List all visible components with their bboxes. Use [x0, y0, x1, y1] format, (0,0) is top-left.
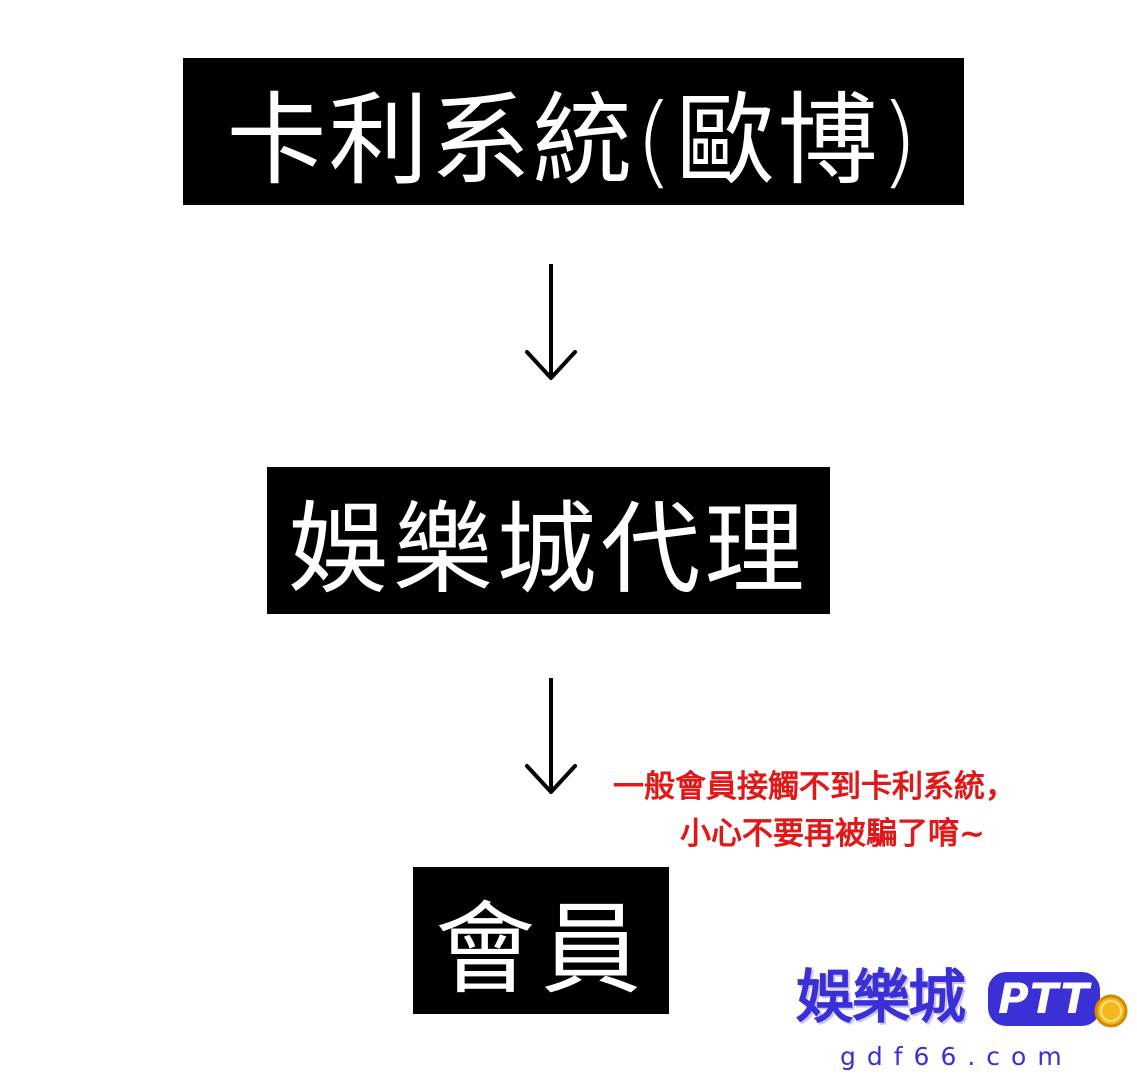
brand-logo: 娛樂城 PTT gdf66.com — [790, 960, 1130, 1075]
coin-icon — [1094, 994, 1128, 1028]
logo-url: gdf66.com — [840, 1042, 1073, 1071]
node-member: 會員 — [413, 867, 669, 1014]
node-member-label: 會員 — [435, 891, 647, 1008]
logo-brand-text: 娛樂城 — [796, 963, 966, 1031]
logo-ptt-text: PTT — [997, 974, 1091, 1023]
warning-note-line-2: 小心不要再被騙了唷~ — [680, 816, 985, 852]
node-casino-agent-label: 娛樂城代理 — [288, 491, 809, 608]
down-arrow-icon — [525, 264, 577, 380]
node-kali-system-label: 卡利系統(歐博) — [226, 82, 921, 199]
node-kali-system: 卡利系統(歐博) — [183, 58, 964, 205]
node-casino-agent: 娛樂城代理 — [267, 467, 830, 614]
down-arrow-icon — [525, 678, 577, 794]
warning-note-line-1: 一般會員接觸不到卡利系統， — [613, 769, 1016, 805]
logo-ptt-badge: PTT — [988, 972, 1100, 1026]
